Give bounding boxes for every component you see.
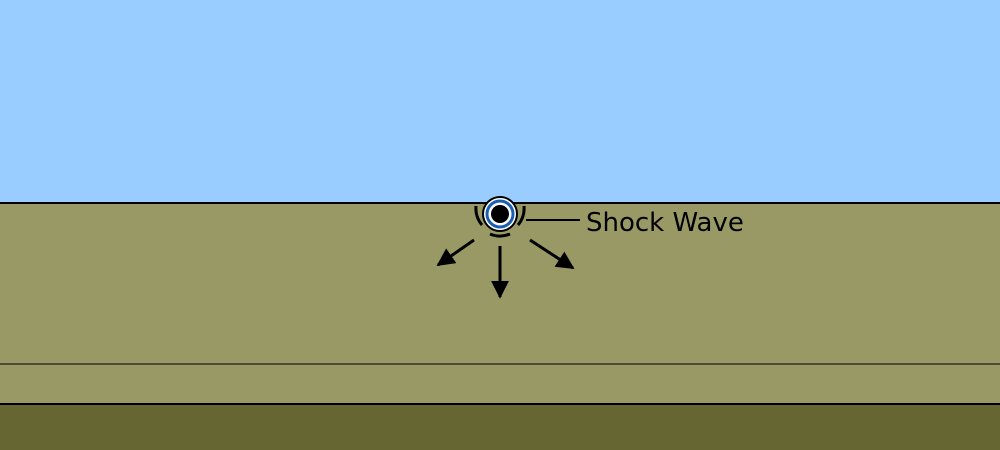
ground-lower-layer (0, 404, 1000, 450)
arrow-down-right-icon (529, 238, 575, 270)
shock-wave-arcs (474, 205, 526, 238)
ground-middle-layer (0, 364, 1000, 404)
sky (0, 0, 1000, 203)
explosion-source-icon (482, 196, 518, 232)
shock-wave-label: Shock Wave (586, 208, 744, 238)
arrow-down-left-icon (436, 238, 475, 267)
